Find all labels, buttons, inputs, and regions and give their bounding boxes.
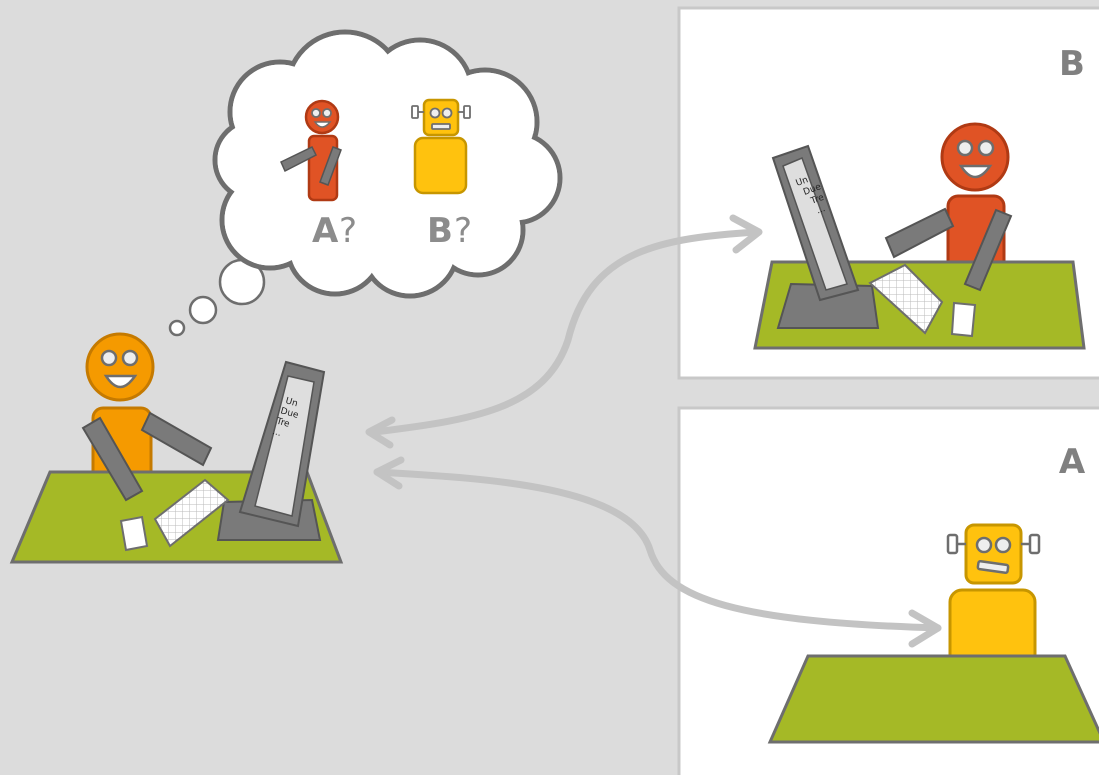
- bubble-label-b: B: [427, 211, 453, 251]
- thought-bubble: A ? B ?: [168, 29, 563, 337]
- screen-line: Tre: [274, 416, 291, 430]
- bubble-question-a: ?: [339, 211, 357, 251]
- interrogator-arm-left: [81, 416, 144, 502]
- screen-line: ...: [271, 427, 282, 439]
- bubble-human-arm-left: [280, 146, 318, 173]
- arrows: [365, 214, 942, 648]
- monitor-b-text: Un Due Tre ...: [795, 175, 827, 216]
- thought-dot-small: [168, 319, 186, 337]
- mouse-interrogator: [119, 515, 149, 552]
- screen-line: Un: [284, 396, 299, 409]
- screen-line: Un: [795, 175, 810, 189]
- interrogator-eye-left: [100, 349, 118, 367]
- bubble-human-body: [307, 134, 339, 202]
- desk-a: [767, 654, 1099, 744]
- screen-line: Tre: [809, 193, 826, 207]
- keyboard-b: [868, 263, 944, 335]
- bubble-human-arm-right: [319, 146, 342, 186]
- human-b-head: [940, 122, 1010, 192]
- arrow-interrogator-b: [371, 228, 762, 436]
- bubble-human: [280, 99, 342, 202]
- screen-line: ...: [815, 204, 826, 216]
- robot-a-head: [964, 523, 1023, 585]
- human-b-eye-left: [956, 139, 974, 157]
- interrogator-eye-right: [121, 349, 139, 367]
- robot-a: [946, 523, 1041, 672]
- monitor-b: Un Due Tre ...: [771, 144, 880, 329]
- human-b-arm-left: [884, 207, 955, 259]
- bubble-robot-body: [413, 136, 468, 195]
- panel-a: A: [677, 406, 1099, 775]
- arrowhead-a: [908, 609, 942, 648]
- interrogator: [85, 332, 155, 490]
- monitor-interrogator: Un Due Tre ...: [216, 360, 326, 541]
- human-b-eye-right: [977, 139, 995, 157]
- robot-a-eye-left: [975, 536, 993, 554]
- monitor-interrogator-screen: [254, 375, 315, 517]
- robot-a-ear-left: [946, 533, 959, 555]
- arrowhead-interrogator-top: [365, 416, 396, 449]
- robot-a-ear-right: [1028, 533, 1041, 555]
- screen-line: Due: [279, 406, 300, 421]
- interrogator-head: [85, 332, 155, 402]
- bubble-question-b: ?: [454, 211, 472, 251]
- bubble-label-a: A: [312, 211, 339, 251]
- arrow-interrogator-a: [373, 468, 942, 632]
- thought-dot-medium: [188, 295, 218, 325]
- interrogator-arm-right: [140, 411, 213, 467]
- human-b-smile: [958, 164, 993, 179]
- monitor-interrogator-text: Un Due Tre ...: [271, 396, 300, 439]
- panel-b-label: B: [1059, 44, 1085, 84]
- arrowhead-interrogator-bottom: [373, 456, 405, 490]
- mouse-b: [950, 301, 977, 338]
- human-b: [940, 122, 1010, 278]
- keyboard-interrogator: [153, 478, 230, 548]
- bubble-human-head: [304, 99, 340, 135]
- bubble-robot: [411, 98, 471, 195]
- robot-a-mouth: [976, 559, 1010, 575]
- arrowhead-b: [729, 214, 763, 254]
- human-b-arm-right: [963, 208, 1013, 292]
- interrogator-smile: [103, 374, 138, 389]
- panel-a-label: A: [1059, 442, 1086, 482]
- monitor-b-screen: [782, 157, 848, 291]
- robot-a-eye-right: [994, 536, 1012, 554]
- panel-b: B Un Due Tre ...: [677, 6, 1099, 380]
